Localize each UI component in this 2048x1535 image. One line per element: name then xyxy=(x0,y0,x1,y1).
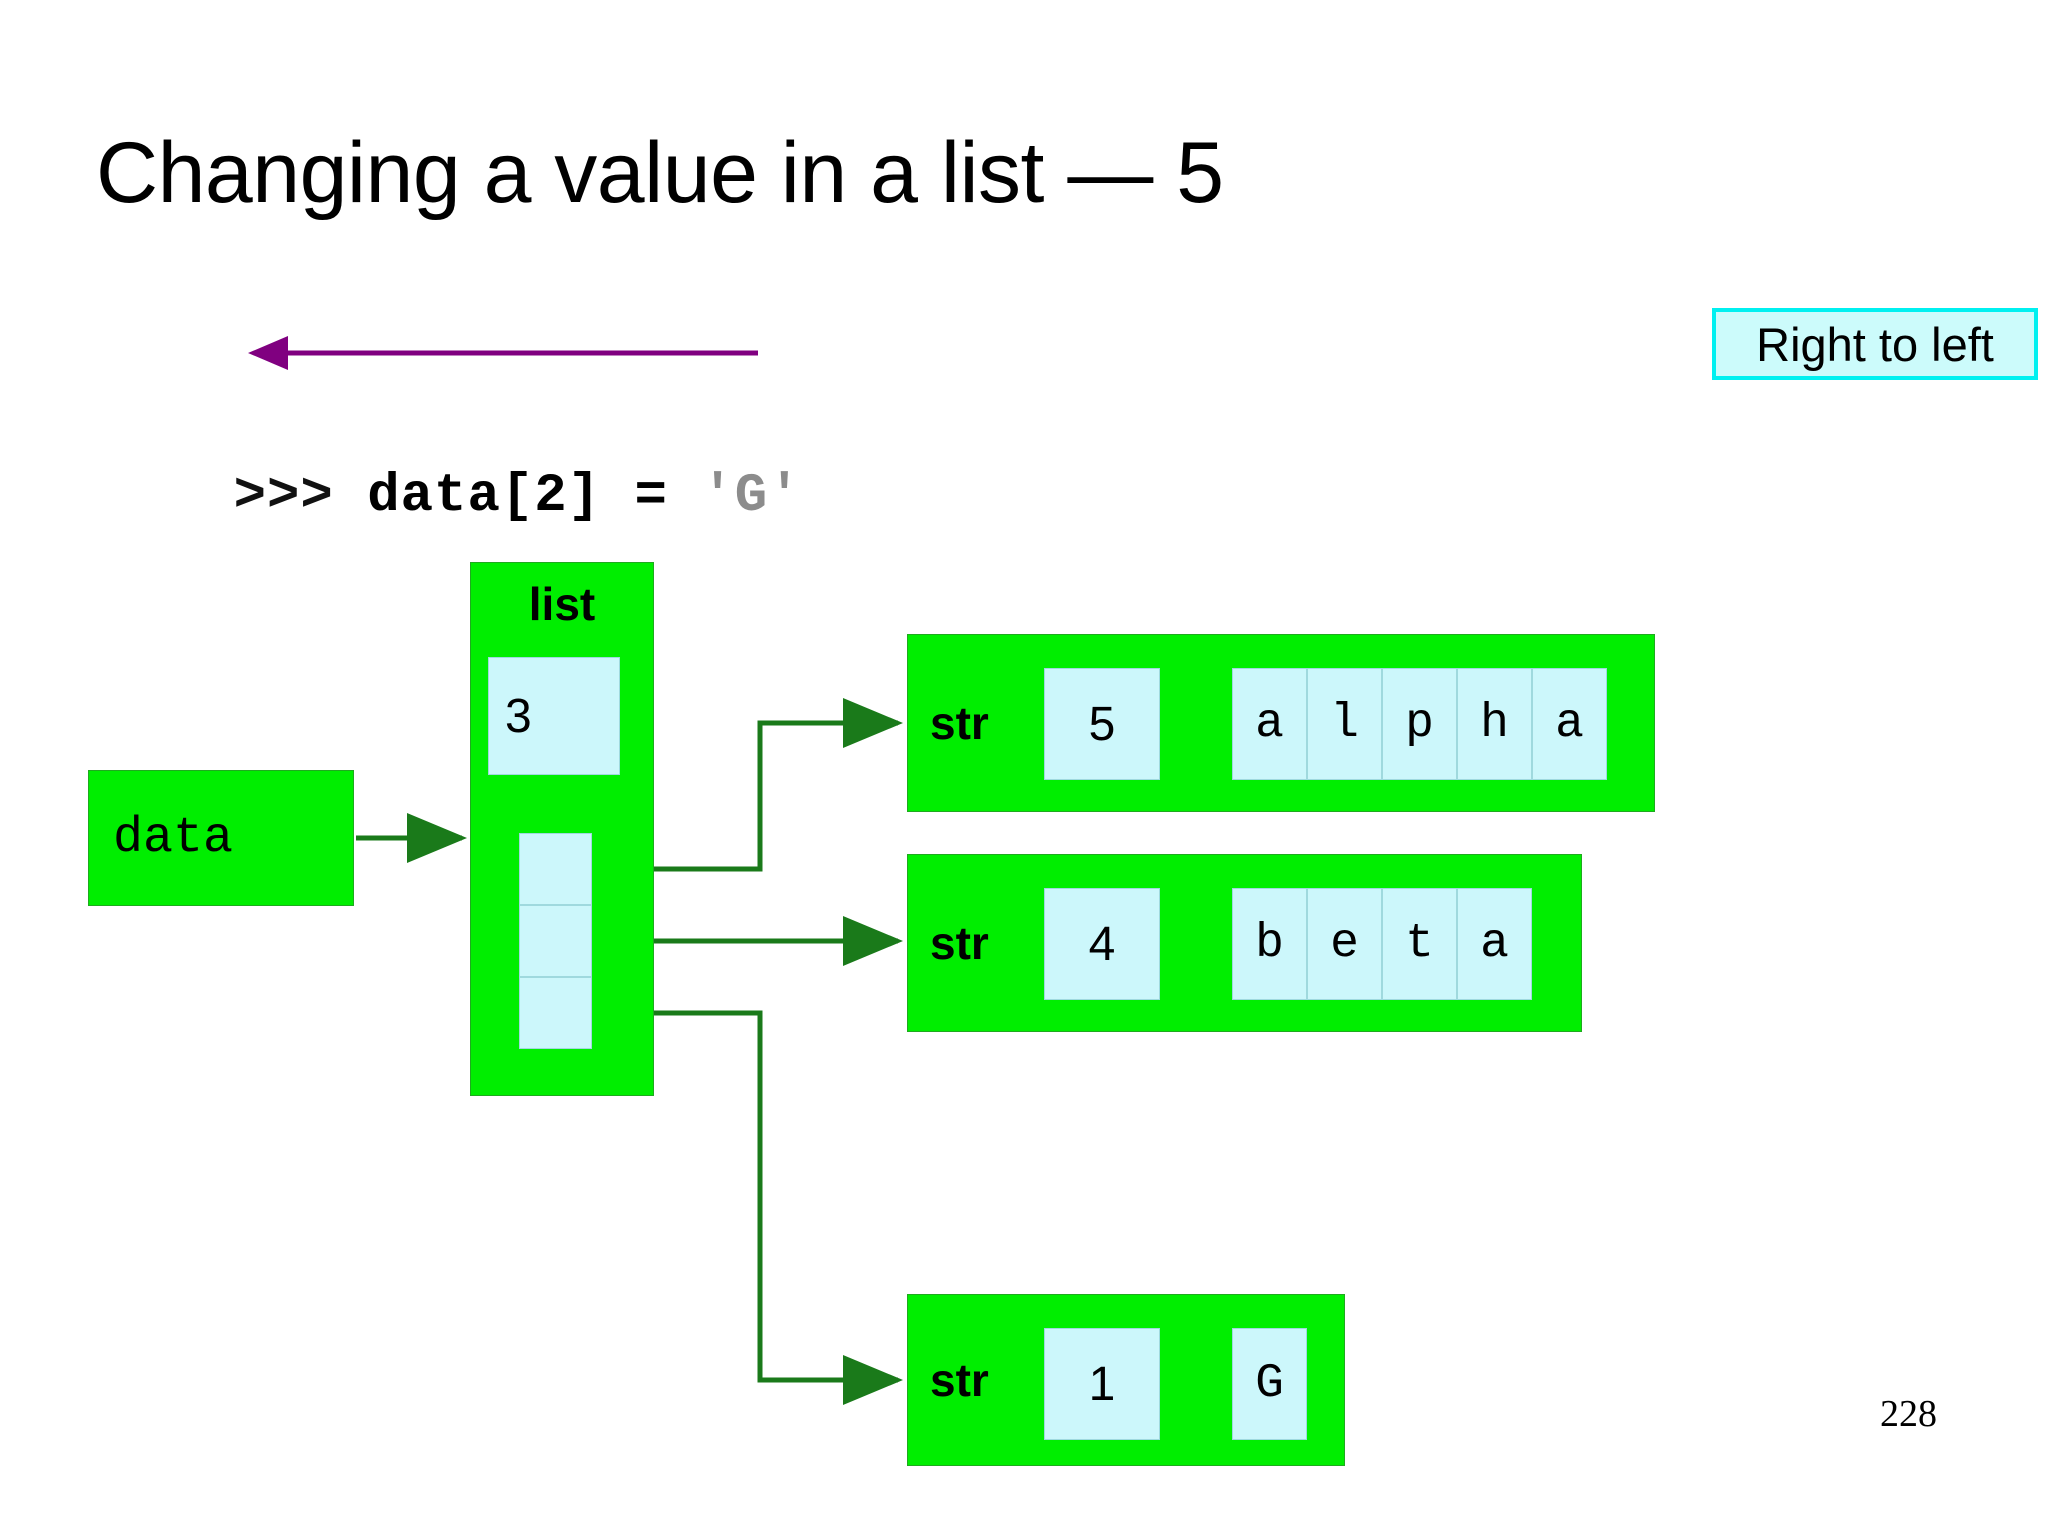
str-refcount-cell-alpha: 5 xyxy=(1044,668,1160,780)
list-slot-cell-1 xyxy=(519,905,592,977)
right-to-left-callout: Right to left xyxy=(1712,308,2038,380)
str-type-label: str xyxy=(930,697,989,749)
str-char-cell: a xyxy=(1532,668,1607,780)
str-char-cell: e xyxy=(1307,888,1382,1000)
code-string-literal: 'G' xyxy=(701,466,802,527)
list-type-label: list xyxy=(528,578,596,630)
right-to-left-arrow xyxy=(248,336,758,370)
str-char-cell: p xyxy=(1382,668,1457,780)
list-slot-cell-0 xyxy=(519,833,592,905)
str-char-cell: t xyxy=(1382,888,1457,1000)
str-char-cell: G xyxy=(1232,1328,1307,1440)
str-char-cell: l xyxy=(1307,668,1382,780)
page-title: Changing a value in a list — 5 xyxy=(96,125,1224,221)
str-char-cell: b xyxy=(1232,888,1307,1000)
list-refcount-cell: 3 xyxy=(488,657,620,775)
page-number: 228 xyxy=(1880,1393,1937,1435)
str-char-cell: a xyxy=(1232,668,1307,780)
str-char-cell: a xyxy=(1457,888,1532,1000)
str-type-label: str xyxy=(930,1354,989,1406)
code-expression: data[2] = xyxy=(367,466,702,527)
str-refcount-cell-beta: 4 xyxy=(1044,888,1160,1000)
code-line: >>> data[2] = 'G' xyxy=(100,405,802,588)
right-to-left-callout-label: Right to left xyxy=(1756,317,1994,371)
str-char-cell: h xyxy=(1457,668,1532,780)
str-type-label: str xyxy=(930,917,989,969)
list-slot-cell-2 xyxy=(519,977,592,1049)
variable-name-label: data xyxy=(113,809,234,867)
code-prompt: >>> xyxy=(233,466,368,527)
variable-box-data: data xyxy=(88,770,354,906)
str-refcount-cell-g: 1 xyxy=(1044,1328,1160,1440)
